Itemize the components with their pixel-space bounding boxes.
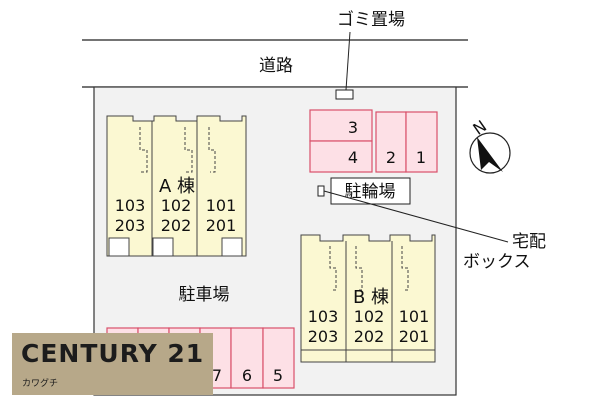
room-b-201: 201 [399, 327, 430, 346]
bike-space-2 [375, 111, 407, 173]
bike-space-4-label: 4 [348, 148, 358, 167]
room-a-102: 102 [161, 196, 192, 215]
parking-space-7-label: 7 [212, 366, 222, 385]
delivery-box [317, 185, 325, 197]
building-a-name: A 棟 [159, 176, 195, 197]
building-b [300, 234, 436, 363]
garbage-leader [345, 31, 351, 91]
parking-space-5 [262, 327, 295, 389]
building-a [106, 115, 247, 257]
garbage-label: ゴミ置場 [337, 9, 405, 30]
bike-space-1 [405, 111, 438, 173]
century21-logo: CENTURY 21 カワグチ [12, 333, 213, 395]
logo-brand: CENTURY 21 [21, 339, 205, 368]
bike-space-2-label: 2 [386, 148, 396, 167]
road-label: 道路 [259, 56, 293, 76]
parking-space-5-label: 5 [273, 366, 283, 385]
parking-label: 駐車場 [179, 285, 230, 305]
north-compass [469, 132, 511, 174]
room-b-103: 103 [308, 307, 339, 326]
delivery-box-label-2: ボックス [463, 252, 531, 272]
delivery-box-leader [323, 190, 509, 243]
bike-space-1-label: 1 [416, 148, 426, 167]
parking-space-6-label: 6 [242, 366, 252, 385]
bike-space-3 [309, 109, 373, 142]
bicycle-parking-label: 駐輪場 [345, 182, 396, 202]
room-a-202: 202 [161, 216, 192, 235]
bike-space-3-label: 3 [348, 118, 358, 137]
delivery-box-label-1: 宅配 [512, 232, 546, 252]
building-b-name: B 棟 [353, 287, 389, 308]
room-a-103: 103 [115, 196, 146, 215]
room-b-102: 102 [354, 307, 385, 326]
garbage-box [335, 89, 354, 100]
room-a-203: 203 [115, 216, 146, 235]
logo-branch: カワグチ [22, 379, 59, 389]
room-b-202: 202 [354, 327, 385, 346]
bicycle-parking-box [330, 177, 411, 205]
parking-space-6 [230, 327, 264, 389]
bike-space-4 [309, 140, 373, 173]
room-b-101: 101 [399, 307, 430, 326]
room-a-101: 101 [206, 196, 237, 215]
bike-spaces [309, 109, 438, 173]
room-a-201: 201 [206, 216, 237, 235]
room-b-203: 203 [308, 327, 339, 346]
